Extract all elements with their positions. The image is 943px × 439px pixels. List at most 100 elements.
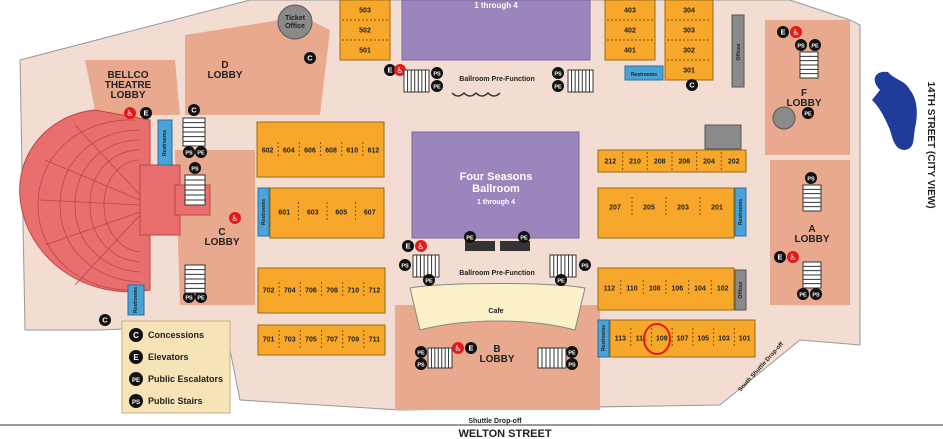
rooms-600-block	[256, 121, 385, 178]
room-206[interactable]: 206	[678, 159, 690, 166]
room-208[interactable]: 208	[654, 159, 666, 166]
room-101[interactable]: 101	[739, 336, 751, 343]
room-205[interactable]: 205	[643, 205, 655, 212]
room-705[interactable]: 705	[305, 337, 317, 344]
room-303[interactable]: 303	[683, 28, 695, 35]
offices-top[interactable]	[731, 14, 745, 88]
room-107[interactable]: 107	[677, 336, 689, 343]
escalator-icon	[431, 80, 443, 92]
theatre-stage	[139, 164, 181, 236]
room-710[interactable]: 710	[347, 288, 359, 295]
room-102[interactable]: 102	[717, 286, 729, 293]
room-301[interactable]: 301	[683, 68, 695, 75]
room-104[interactable]: 104	[694, 286, 706, 293]
blue-bear-icon	[872, 71, 917, 150]
restrooms-600[interactable]	[257, 187, 270, 237]
stairs-icon-text: PS	[812, 293, 820, 299]
info-desk-f[interactable]	[772, 106, 796, 130]
room-607[interactable]: 607	[364, 210, 376, 217]
room-403[interactable]: 403	[624, 8, 636, 15]
room-709[interactable]: 709	[347, 337, 359, 344]
room-610[interactable]: 610	[346, 148, 358, 155]
stairs-graphic	[567, 69, 594, 93]
stairs-icon-text: PS	[185, 151, 193, 157]
room-202[interactable]: 202	[728, 159, 740, 166]
room-711[interactable]: 711	[369, 337, 380, 344]
room-109[interactable]: 109	[656, 336, 668, 343]
stairs-graphic	[184, 174, 206, 206]
b-lobby-area	[395, 305, 600, 410]
room-103[interactable]: 103	[718, 336, 730, 343]
room-604[interactable]: 604	[283, 148, 295, 155]
business-center[interactable]	[704, 124, 742, 150]
room-203[interactable]: 203	[677, 205, 689, 212]
stairs-icon-text: PS	[433, 72, 441, 78]
legend-symbol: E	[133, 353, 139, 362]
room-708[interactable]: 708	[326, 288, 338, 295]
room-602[interactable]: 602	[262, 148, 274, 155]
room-113[interactable]: 113	[615, 336, 626, 343]
room-608[interactable]: 608	[325, 148, 337, 155]
stairs-graphic	[549, 254, 577, 278]
room-612[interactable]: 612	[368, 148, 380, 155]
legend-symbol: PE	[132, 378, 140, 384]
cafe[interactable]	[409, 283, 586, 331]
stairs-icon	[579, 259, 591, 271]
escalator-icon-text: PE	[197, 151, 205, 157]
room-204[interactable]: 204	[703, 159, 715, 166]
restrooms-200-label: Restrooms	[738, 199, 744, 225]
room-401[interactable]: 401	[624, 48, 636, 55]
room-302[interactable]: 302	[683, 48, 695, 55]
four-seasons-sub: 1 through 4	[477, 199, 515, 206]
rooms-100b-block	[609, 319, 756, 358]
room-712[interactable]: 712	[369, 288, 381, 295]
room-108[interactable]: 108	[649, 286, 661, 293]
restrooms-100[interactable]	[597, 319, 610, 358]
room-111[interactable]: 111	[636, 336, 647, 343]
escalator-icon-text: PE	[568, 351, 576, 357]
room-105[interactable]: 105	[697, 336, 709, 343]
room-601[interactable]: 601	[278, 210, 290, 217]
escalator-icon-text: PE	[557, 279, 565, 285]
room-109-highlight[interactable]	[643, 323, 671, 355]
room-210[interactable]: 210	[629, 159, 641, 166]
offices-100[interactable]	[734, 269, 747, 311]
room-603[interactable]: 603	[307, 210, 319, 217]
room-112[interactable]: 112	[604, 286, 615, 293]
room-703[interactable]: 703	[284, 337, 296, 344]
room-501[interactable]: 501	[359, 48, 371, 55]
elevator-icon	[774, 251, 786, 263]
room-707[interactable]: 707	[326, 337, 338, 344]
room-212[interactable]: 212	[604, 159, 616, 166]
room-110[interactable]: 110	[626, 286, 637, 293]
restrooms-top[interactable]	[624, 65, 664, 81]
room-606[interactable]: 606	[304, 148, 316, 155]
room-701[interactable]: 701	[263, 337, 275, 344]
stairs-icon-text: PS	[401, 264, 409, 270]
stairs-icon	[415, 358, 427, 370]
room-502[interactable]: 502	[359, 28, 371, 35]
room-706[interactable]: 706	[305, 288, 317, 295]
restrooms-200[interactable]	[734, 187, 747, 237]
restrooms-theatre[interactable]	[127, 284, 145, 316]
room-201[interactable]: 201	[711, 205, 723, 212]
elevator-icon	[465, 342, 477, 354]
room-106[interactable]: 106	[671, 286, 683, 293]
restrooms-bellco[interactable]	[157, 119, 173, 166]
legend-label: Concessions	[148, 330, 204, 340]
escalator-icon	[415, 346, 427, 358]
room-605[interactable]: 605	[335, 210, 347, 217]
room-402[interactable]: 402	[624, 28, 636, 35]
ticket-office[interactable]	[277, 4, 313, 40]
room-702[interactable]: 702	[263, 288, 275, 295]
room-207[interactable]: 207	[609, 205, 621, 212]
room-304[interactable]: 304	[683, 8, 695, 15]
concessions-icon-text: C	[191, 106, 197, 115]
room-503[interactable]: 503	[359, 8, 371, 15]
top-ballroom[interactable]	[401, 0, 591, 61]
elevator-icon-text: E	[143, 109, 148, 118]
room-704[interactable]: 704	[284, 288, 296, 295]
four-seasons-ballroom[interactable]	[411, 131, 580, 239]
